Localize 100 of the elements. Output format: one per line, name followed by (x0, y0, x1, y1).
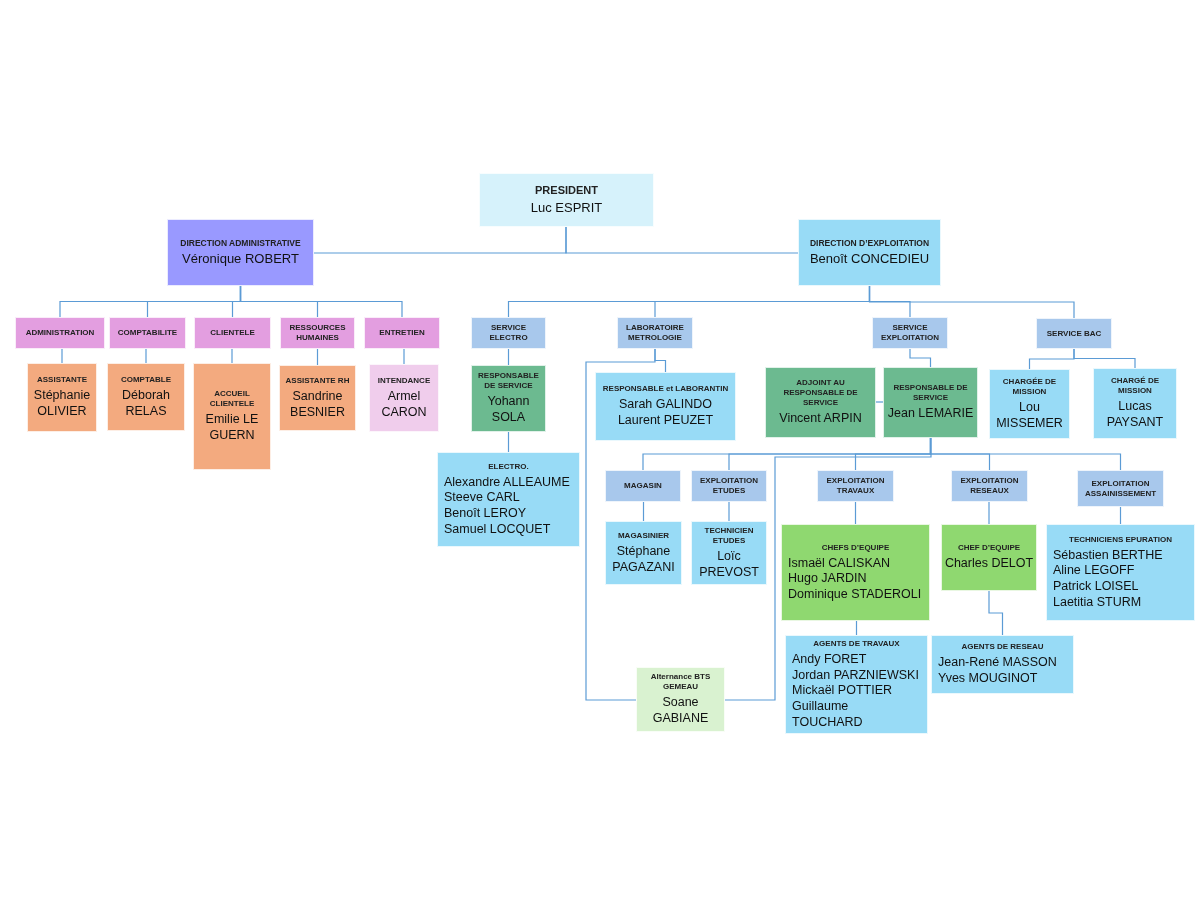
role-title: EXPLOITATION RESEAUX (959, 476, 1020, 496)
person-name: Jordan PARZNIEWSKI (792, 667, 919, 684)
person-name: Déborah RELAS (121, 387, 171, 420)
role-title: DIRECTION D’EXPLOITATION (809, 237, 930, 249)
role-title: CLIENTELE (210, 328, 255, 338)
department-box (872, 317, 948, 349)
staff-box (279, 365, 356, 431)
role-title: DIRECTION ADMINISTRATIVE (180, 237, 301, 249)
role-title: TECHNICIEN ETUDES (703, 525, 755, 546)
person-name: Ismaël CALISKAN (788, 555, 891, 572)
role-title: ASSISTANTE RH (285, 375, 350, 386)
staff-box (369, 364, 439, 432)
role-title: SERVICE BAC (1046, 328, 1102, 339)
staff-box (107, 363, 185, 431)
role-title: AGENTS DE TRAVAUX (813, 639, 900, 649)
staff-box (989, 369, 1070, 439)
role-title: ASSISTANTE (36, 375, 88, 386)
person-name: Vincent ARPIN (779, 411, 862, 427)
role-title: CHARGÉ DE MISSION (1110, 376, 1160, 397)
person-name: Laurent PEUZET (617, 413, 714, 429)
connector-line (868, 285, 1075, 319)
department-box (364, 317, 440, 349)
role-title: COMPTABILITE (117, 328, 178, 338)
role-title: CHARGÉE DE MISSION (1001, 376, 1058, 397)
staff-box (1046, 524, 1195, 621)
staff-box (883, 367, 978, 438)
department-box (109, 317, 186, 349)
connector-line (724, 437, 932, 701)
role-title: LABORATOIRE METROLOGIE (625, 323, 685, 343)
person-name: Emilie LE GUERN (204, 412, 260, 444)
staff-box (1093, 368, 1177, 439)
connector-line (875, 401, 884, 403)
person-name: Aline LEGOFF (1053, 563, 1135, 579)
role-title: ELECTRO. (488, 461, 529, 472)
department-box (605, 470, 681, 502)
person-name: Lucas PAYSANT (1105, 399, 1165, 431)
person-name: Stéphanie OLIVIER (32, 388, 92, 420)
connector-line (507, 431, 510, 453)
staff-box (781, 524, 930, 621)
staff-box (437, 452, 580, 547)
person-name: Mickaël POTTIER (792, 683, 892, 699)
person-name: Samuel LOCQUET (444, 521, 551, 538)
staff-box (605, 521, 682, 585)
person-name: Stéphane PAGAZANI (611, 543, 676, 576)
person-name: Loïc PREVOST (698, 548, 760, 581)
connector-line (145, 348, 147, 364)
person-name: Véronique ROBERT (182, 251, 299, 268)
department-box (691, 470, 767, 502)
person-name: Andy FORET (792, 652, 867, 668)
role-title: PRESIDENT (535, 183, 598, 198)
person-name: Yohann SOLA (486, 394, 531, 426)
person-name: Patrick LOISEL (1053, 579, 1139, 595)
person-name: Dominique STADEROLI (788, 586, 922, 603)
staff-box (941, 524, 1037, 591)
person-name: Hugo JARDIN (788, 571, 867, 587)
person-name: Sandrine BESNIER (289, 388, 346, 421)
connector-line (728, 501, 730, 522)
connector-line (239, 285, 403, 318)
role-title: Alternance BTS GEMEAU (649, 672, 712, 693)
role-title: TECHNICIENS EPURATION (1069, 534, 1172, 545)
connector-line (61, 348, 63, 364)
person-name: Armel CARON (380, 388, 428, 421)
role-title: RESPONSABLE DE SERVICE (892, 383, 969, 404)
person-name: Benoît LEROY (444, 506, 526, 522)
staff-box (636, 667, 725, 732)
role-title: AGENTS DE RESEAU (961, 642, 1044, 653)
department-box (15, 317, 105, 349)
staff-box (27, 363, 97, 432)
staff-box (193, 363, 271, 470)
person-name: Lou MISSEMER (995, 399, 1064, 432)
role-title: SERVICE EXPLOITATION (880, 323, 940, 343)
staff-box (785, 635, 928, 735)
person-name: Sébastien BERTHE (1053, 547, 1163, 564)
connector-line (988, 501, 990, 525)
role-title: ACCUEIL CLIENTELE (208, 389, 256, 410)
person-name: Charles DELOT (944, 556, 1034, 572)
person-name: Jean LEMARIE (887, 406, 974, 422)
person-name: Laetitia STURM (1053, 594, 1142, 611)
connector-line (988, 590, 1004, 636)
role-title: CHEFS D’EQUIPE (821, 542, 890, 553)
staff-box (691, 521, 767, 585)
department-box (817, 470, 894, 502)
role-title: RESPONSABLE et LABORANTIN (602, 384, 729, 395)
direction-box (167, 219, 314, 286)
person-name: Luc ESPRIT (530, 200, 603, 217)
staff-box (595, 372, 736, 441)
person-name: Alexandre ALLEAUME (444, 474, 570, 491)
connector-line (1073, 348, 1136, 369)
department-box (951, 470, 1028, 502)
president-box (479, 173, 654, 227)
department-box (471, 317, 546, 349)
connector-line (909, 348, 932, 368)
person-name: Soane GABIANE (651, 695, 710, 727)
role-title: ENTRETIEN (379, 328, 425, 338)
connector-line (642, 501, 645, 522)
role-title: CHEF D’EQUIPE (957, 543, 1021, 554)
role-title: SERVICE ELECTRO (488, 323, 529, 343)
connector-line (585, 348, 656, 701)
person-name: Steeve CARL (444, 490, 520, 506)
connector-line (231, 348, 233, 364)
